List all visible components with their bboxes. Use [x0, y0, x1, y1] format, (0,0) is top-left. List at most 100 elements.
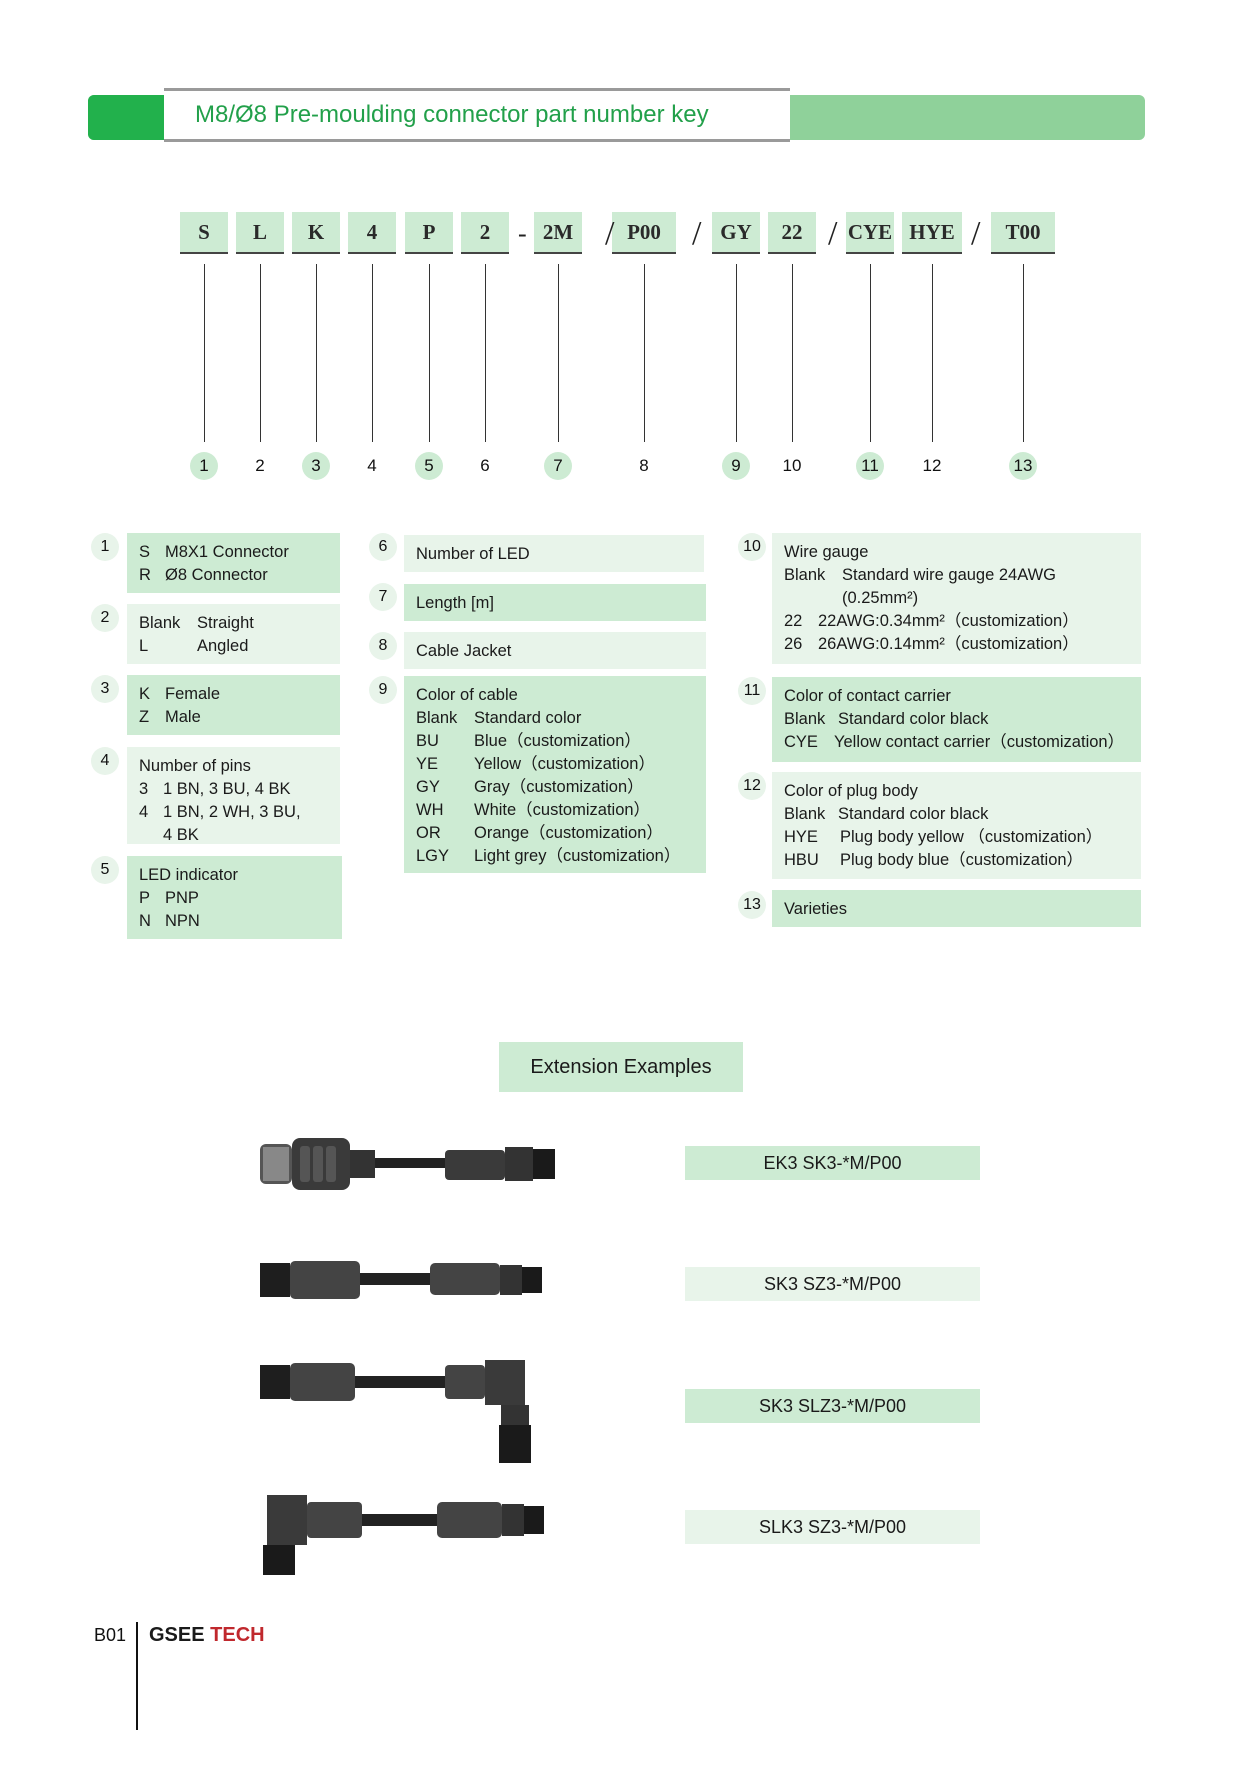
legend-title: Length [m]: [416, 594, 494, 612]
brand-part1: GSEE: [149, 1624, 205, 1646]
legend-desc: Yellow contact carrier（customization）: [834, 733, 1125, 751]
legend-code: CYE: [784, 733, 818, 751]
legend-desc: Standard wire gauge 24AWG: [842, 566, 1057, 584]
extension-example-label: SK3 SZ3-*M/P00: [685, 1267, 980, 1301]
legend-title: Cable Jacket: [416, 642, 512, 660]
legend-number: 5: [91, 856, 119, 884]
position-number: 2: [255, 456, 265, 475]
extension-example-label: SK3 SLZ3-*M/P00: [685, 1389, 980, 1423]
page-code: B01: [94, 1625, 127, 1645]
leader-line: [870, 264, 871, 442]
leader-line: [644, 264, 645, 442]
legend-code: 3: [139, 780, 149, 798]
legend-code: GY: [416, 778, 440, 796]
position-number: 11: [856, 452, 884, 480]
legend-desc: PNP: [165, 889, 199, 907]
legend-title: LED indicator: [139, 866, 239, 884]
legend-code: Blank: [784, 566, 826, 584]
legend-title: Color of plug body: [784, 782, 918, 800]
legend-number: 4: [91, 747, 119, 775]
legend-title: Color of contact carrier: [784, 687, 951, 705]
legend-title: Color of cable: [416, 686, 518, 704]
legend-code: Blank: [416, 709, 458, 727]
connector-illustration-slk3: [263, 1495, 544, 1575]
code-segment: S: [180, 212, 228, 254]
legend-desc: Male: [165, 708, 201, 726]
legend-desc: Orange（customization）: [474, 824, 663, 842]
legend-desc: Gray（customization）: [474, 778, 644, 796]
header-accent: [88, 95, 168, 140]
legend-code: 26: [784, 635, 803, 653]
legend-desc: NPN: [165, 912, 200, 930]
legend-code: LGY: [416, 847, 450, 865]
leader-line: [558, 264, 559, 442]
legend-desc: M8X1 Connector: [165, 543, 289, 561]
legend-desc: Blue（customization）: [474, 732, 641, 750]
legend-desc: Angled: [197, 637, 249, 655]
code-segment: K: [292, 212, 340, 254]
page-title: M8/Ø8 Pre-moulding connector part number…: [195, 101, 709, 128]
leader-line: [792, 264, 793, 442]
legend-title: Varieties: [784, 900, 847, 918]
code-segment: 2M: [534, 212, 582, 254]
legend-number: 2: [91, 604, 119, 632]
connector-illustration-slz3: [260, 1360, 531, 1463]
legend-code: 4: [139, 803, 149, 821]
leader-line: [260, 264, 261, 442]
legend-desc: Light grey（customization）: [474, 847, 681, 865]
leader-line: [1023, 264, 1024, 442]
legend-number: 12: [738, 772, 766, 800]
legend-code: L: [139, 637, 149, 655]
legend-title: Wire gauge: [784, 543, 869, 561]
legend-number: 8: [369, 632, 397, 660]
position-number: 3: [302, 452, 330, 480]
footer-divider: [136, 1622, 138, 1730]
code-segment: 2: [461, 212, 509, 254]
code-segment: P: [405, 212, 453, 254]
code-segment: 22: [768, 212, 816, 254]
position-number: 8: [639, 456, 649, 475]
position-number: 13: [1009, 452, 1037, 480]
position-number: 4: [367, 456, 377, 475]
legend-code: 22: [784, 612, 803, 630]
code-segment: CYE: [846, 212, 894, 254]
code-segment: L: [236, 212, 284, 254]
code-separator: /: [971, 215, 981, 252]
extension-example-label: SLK3 SZ3-*M/P00: [685, 1510, 980, 1544]
legend-desc: 1 BN, 2 WH, 3 BU,: [163, 803, 301, 821]
position-number: 5: [415, 452, 443, 480]
legend-desc: 1 BN, 3 BU, 4 BK: [163, 780, 291, 798]
legend-box-jacket: Cable Jacket: [404, 632, 706, 669]
legend-box-cable-color: Color of cable Blank Standard color BU Blu…: [404, 676, 706, 873]
legend-desc: Ø8 Connector: [165, 566, 268, 584]
legend-code: OR: [416, 824, 441, 842]
legend-code: Z: [139, 708, 150, 726]
legend-number: 3: [91, 675, 119, 703]
code-separator: /: [605, 215, 615, 252]
legend-code: YE: [416, 755, 439, 773]
leader-line: [485, 264, 486, 442]
legend-code: Blank: [139, 614, 181, 632]
legend-number: 6: [369, 533, 397, 561]
legend-code: BU: [416, 732, 439, 750]
legend-box-varieties: Varieties: [772, 890, 1141, 927]
legend-number: 1: [91, 533, 119, 561]
code-segment: T00: [991, 212, 1055, 254]
legend-desc: Standard color: [474, 709, 582, 727]
position-number: 12: [922, 456, 942, 475]
legend-desc: 26AWG:0.14mm²（customization）: [818, 635, 1079, 653]
legend-box-length: Length [m]: [404, 584, 706, 621]
legend-number: 9: [369, 676, 397, 704]
code-separator: -: [518, 219, 527, 248]
leader-line: [372, 264, 373, 442]
legend-code: Blank: [784, 710, 826, 728]
legend-desc: Female: [165, 685, 221, 703]
position-number: 9: [722, 452, 750, 480]
leader-line: [932, 264, 933, 442]
legend-number: 13: [738, 891, 766, 919]
legend-desc: Standard color black: [838, 710, 989, 728]
position-number: 6: [480, 456, 490, 475]
